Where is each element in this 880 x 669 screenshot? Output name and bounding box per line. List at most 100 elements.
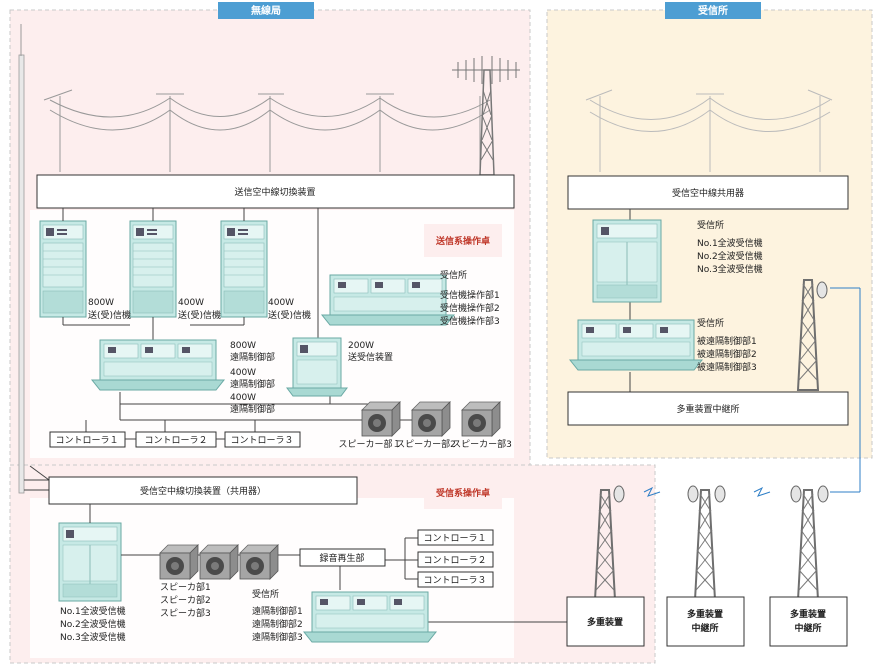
rx-ops-4: 受信機操作部3 bbox=[440, 315, 500, 327]
multiplex-relay-top-label: 多重装置中継所 bbox=[676, 403, 739, 415]
speakers-bottom-3: スピーカ部3 bbox=[160, 607, 211, 619]
speaker-bottom-3 bbox=[239, 544, 279, 580]
controller-top-1: コントローラ１ bbox=[55, 435, 118, 446]
rx-ops-3: 受信機操作部2 bbox=[440, 302, 500, 314]
rx-station-receivers-1: 受信所 bbox=[697, 219, 724, 231]
rx-station-receivers bbox=[592, 219, 662, 303]
bottom-receivers-2: No.2全波受信機 bbox=[60, 618, 126, 630]
tx-console-tag: 送信系操作卓 bbox=[435, 235, 490, 247]
tower-relay-1 bbox=[694, 489, 716, 601]
transceiver-200w bbox=[286, 337, 348, 397]
rx-antenna-shared-label: 受信空中線共用器 bbox=[672, 187, 744, 199]
rx-ops-2: 受信機操作部1 bbox=[440, 289, 500, 301]
bottom-receivers-rack bbox=[58, 522, 122, 602]
bottom-receivers-1: No.1全波受信機 bbox=[60, 605, 126, 617]
recording-box bbox=[299, 548, 386, 567]
rx-antenna-shared-box bbox=[567, 175, 849, 210]
rx-ops-1: 受信所 bbox=[440, 269, 467, 281]
transmitter-800w bbox=[39, 220, 87, 318]
controller-bottom-2-box bbox=[417, 551, 494, 568]
rx-station-remote-2: 被遠隔制御部1 bbox=[697, 335, 757, 347]
tx400a-line2: 送(受)信機 bbox=[178, 309, 221, 321]
wire-antenna-tx bbox=[43, 89, 491, 172]
tx200-line2: 送受信装置 bbox=[348, 351, 393, 363]
rx-station-receivers-2: No.1全波受信機 bbox=[697, 237, 763, 249]
remote-ctrl-2: 遠隔制御部 bbox=[230, 351, 275, 363]
controller-bottom-1: コントローラ１ bbox=[423, 533, 486, 544]
recording-label: 録音再生部 bbox=[319, 552, 364, 564]
speaker-top-2-label: スピーカー部2 bbox=[396, 438, 456, 450]
speaker-bottom-1 bbox=[159, 544, 199, 580]
header-jushinsho-bg bbox=[665, 2, 761, 19]
dish-relay-1-right bbox=[714, 485, 726, 503]
rx-station-remote-4: 被遠隔制御部3 bbox=[697, 361, 757, 373]
remote-ctrl-4: 遠隔制御部 bbox=[230, 378, 275, 390]
relay-1-line2: 中継所 bbox=[691, 622, 718, 634]
tx200-line1: 200W bbox=[348, 341, 374, 351]
rx-antenna-switch-label: 受信空中線切換装置（共用器） bbox=[140, 485, 266, 497]
header-musenkyoku-bg bbox=[218, 2, 314, 19]
rx-console-tag: 受信系操作卓 bbox=[436, 487, 490, 499]
bottom-remote-4: 遠隔制御部3 bbox=[252, 631, 303, 643]
controller-bottom-2: コントローラ２ bbox=[423, 555, 486, 566]
remote-ctrl-3: 400W bbox=[230, 368, 256, 378]
bottom-receivers-3: No.3全波受信機 bbox=[60, 631, 126, 643]
dish-relay-1-left bbox=[687, 485, 699, 503]
rx-antenna-switch-box bbox=[48, 476, 358, 505]
tx800-line2: 送(受)信機 bbox=[88, 309, 131, 321]
rx-switch-wiring bbox=[24, 465, 50, 491]
tx400b-line1: 400W bbox=[268, 298, 294, 308]
controller-top-2: コントローラ２ bbox=[144, 435, 207, 446]
tx-antenna-switch-label: 送信空中線切換装置 bbox=[234, 186, 315, 198]
microwave-link bbox=[643, 287, 861, 497]
rx-operation-console bbox=[321, 274, 455, 326]
dish-multiplex bbox=[613, 485, 625, 503]
header-jushinsho: 受信所 bbox=[698, 4, 728, 17]
wire-antenna-rx bbox=[585, 89, 833, 172]
controller-bottom-3-box bbox=[417, 571, 494, 588]
multiplex-device-label: 多重装置 bbox=[587, 616, 623, 628]
dish-relay-2-left bbox=[790, 485, 802, 503]
relay-2-line1: 多重装置 bbox=[790, 608, 826, 620]
controller-bottom-3: コントローラ３ bbox=[423, 575, 486, 586]
bottom-remote-3: 遠隔制御部2 bbox=[252, 618, 303, 630]
remote-ctrl-5: 400W bbox=[230, 393, 256, 403]
mast-antenna bbox=[18, 24, 25, 494]
relay-1-line1: 多重装置 bbox=[687, 608, 723, 620]
remote-ctrl-6: 遠隔制御部 bbox=[230, 403, 275, 415]
speaker-top-1-label: スピーカー部１ bbox=[338, 438, 401, 450]
remote-control-console bbox=[91, 339, 225, 391]
multiplex-device-box bbox=[566, 596, 645, 647]
rx-station-remote-3: 被遠隔制御部2 bbox=[697, 348, 757, 360]
tower-relay-2 bbox=[797, 489, 819, 601]
speaker-top-3-label: スピーカー部3 bbox=[452, 438, 512, 450]
relay-2-box bbox=[769, 596, 848, 647]
speaker-top-1 bbox=[361, 401, 401, 437]
bottom-remote-2: 遠隔制御部1 bbox=[252, 605, 303, 617]
speaker-top-3 bbox=[461, 401, 501, 437]
dish-rx-station bbox=[816, 281, 828, 299]
multiplex-relay-top-box bbox=[567, 391, 849, 426]
speaker-bottom-2 bbox=[199, 544, 239, 580]
tx400b-line2: 送(受)信機 bbox=[268, 309, 311, 321]
transmitter-400w-b bbox=[220, 220, 268, 318]
dish-relay-2-right bbox=[817, 485, 829, 503]
rx-station-remote-console bbox=[569, 319, 703, 371]
transmitter-400w-a bbox=[129, 220, 177, 318]
relay-2-line2: 中継所 bbox=[794, 622, 821, 634]
speakers-bottom-1: スピーカ部1 bbox=[160, 581, 211, 593]
bottom-remote-1: 受信所 bbox=[252, 588, 279, 600]
rx-console-tag-bg bbox=[424, 476, 502, 509]
tx-antenna-switch-box bbox=[36, 174, 515, 209]
remote-ctrl-1: 800W bbox=[230, 341, 256, 351]
controller-bottom-1-box bbox=[417, 529, 494, 546]
tx400a-line1: 400W bbox=[178, 298, 204, 308]
speakers-bottom-2: スピーカ部2 bbox=[160, 594, 211, 606]
rx-station-receivers-4: No.3全波受信機 bbox=[697, 263, 763, 275]
rx-station-remote-1: 受信所 bbox=[697, 317, 724, 329]
relay-1-box bbox=[666, 596, 745, 647]
bottom-remote-console bbox=[303, 591, 437, 643]
header-musenkyoku: 無線局 bbox=[251, 4, 281, 17]
rx-station-receivers-3: No.2全波受信機 bbox=[697, 250, 763, 262]
